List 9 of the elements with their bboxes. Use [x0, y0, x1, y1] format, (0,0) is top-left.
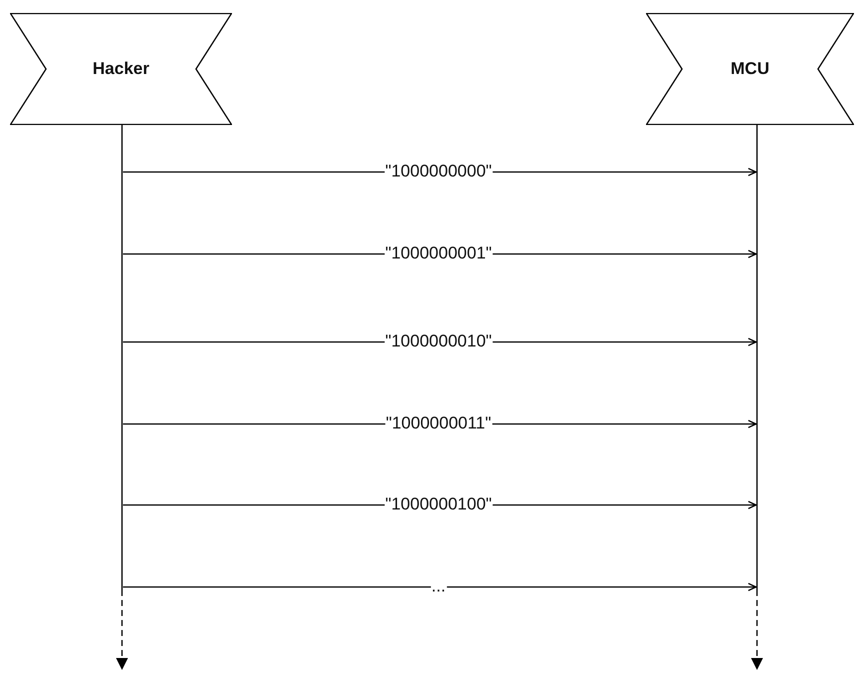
lifeline	[756, 125, 758, 590]
participant-name: Hacker	[92, 59, 150, 79]
message-arrow	[123, 582, 757, 592]
lifeline-arrow	[751, 590, 763, 670]
lifeline	[121, 125, 123, 590]
participant-banner	[646, 13, 854, 125]
participant-banner	[10, 13, 232, 125]
participant-name: MCU	[730, 59, 770, 79]
lifeline-arrow	[116, 590, 128, 670]
